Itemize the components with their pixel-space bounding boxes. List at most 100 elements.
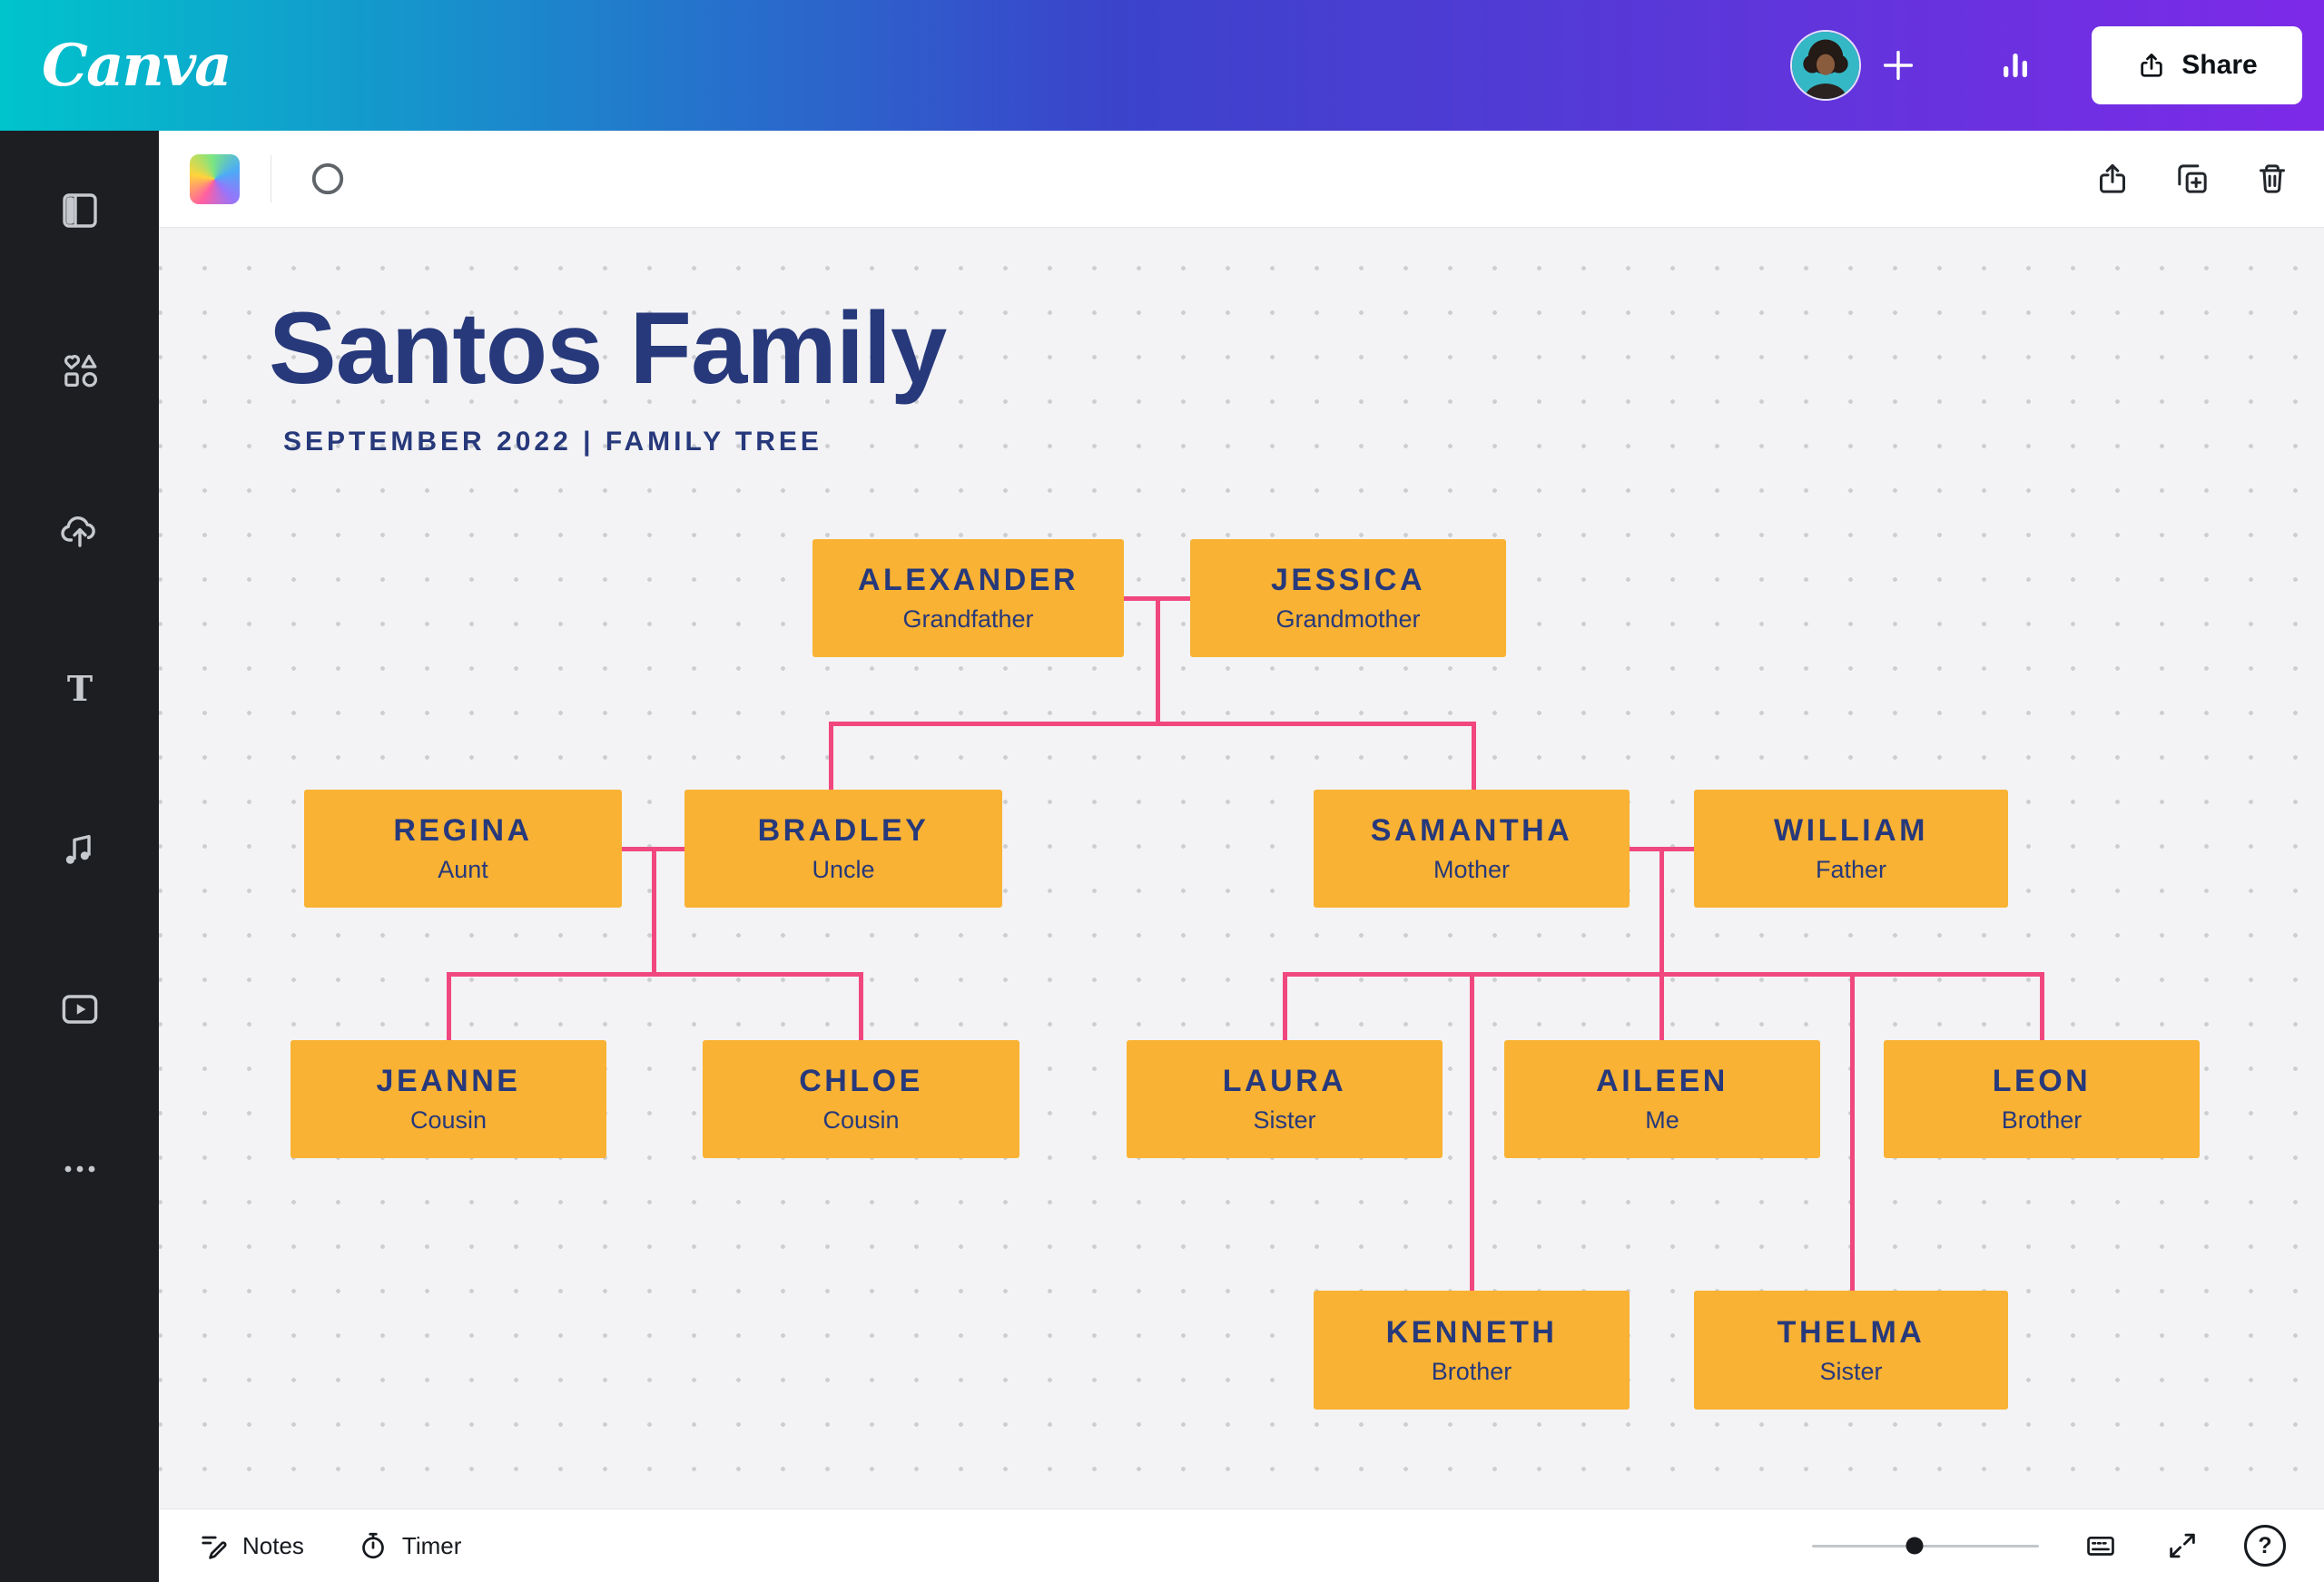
connector-line[interactable] xyxy=(858,971,863,1045)
insights-button[interactable] xyxy=(1981,34,2050,97)
connector-line[interactable] xyxy=(1471,721,1476,794)
sidebar-item-audio[interactable] xyxy=(54,824,105,875)
help-label: ? xyxy=(2258,1532,2272,1558)
sidebar-item-elements[interactable] xyxy=(54,345,105,396)
connector-line[interactable] xyxy=(446,971,451,1045)
node-role: Aunt xyxy=(438,856,488,883)
duplicate-icon xyxy=(2178,164,2207,193)
user-avatar[interactable] xyxy=(1790,30,1861,101)
sidebar-item-videos[interactable] xyxy=(54,984,105,1035)
tree-node-regina[interactable]: REGINA Aunt xyxy=(304,790,622,908)
plus-icon xyxy=(1883,50,1914,81)
node-name: JEANNE xyxy=(376,1064,521,1098)
share-upload-icon xyxy=(2141,54,2162,77)
connector-line[interactable] xyxy=(1659,846,1664,977)
connector-line[interactable] xyxy=(1849,971,1855,1295)
node-name: LAURA xyxy=(1222,1064,1347,1098)
node-role: Cousin xyxy=(409,1106,487,1134)
color-picker-swatch[interactable] xyxy=(190,153,240,204)
connector-line[interactable] xyxy=(828,721,833,794)
app-header: Canva xyxy=(0,0,2324,131)
add-member-button[interactable] xyxy=(1866,34,1930,97)
node-role: Grandmother xyxy=(1275,605,1421,633)
notes-button[interactable]: Notes xyxy=(197,1529,304,1562)
node-name: THELMA xyxy=(1777,1314,1925,1350)
view-controls: ? xyxy=(1812,1525,2286,1567)
tree-node-jessica[interactable]: JESSICA Grandmother xyxy=(1190,539,1506,657)
tree-node-bradley[interactable]: BRADLEY Uncle xyxy=(684,790,1002,908)
node-name: JESSICA xyxy=(1271,563,1425,597)
connector-line[interactable] xyxy=(2039,971,2044,1045)
help-button[interactable]: ? xyxy=(2244,1525,2286,1567)
upload-cloud-icon xyxy=(60,516,95,547)
avatar-image xyxy=(1792,32,1859,99)
node-role: Grandfather xyxy=(902,605,1034,633)
fullscreen-button[interactable] xyxy=(2162,1526,2202,1566)
connector-line[interactable] xyxy=(651,846,656,977)
share-button-label: Share xyxy=(2181,50,2258,80)
delete-icon xyxy=(2260,164,2285,193)
connector-line[interactable] xyxy=(1659,971,1664,1045)
tree-node-samantha[interactable]: SAMANTHA Mother xyxy=(1314,790,1630,908)
notes-icon xyxy=(202,1536,227,1559)
music-notes-icon xyxy=(65,834,91,864)
node-name: LEON xyxy=(1992,1064,2092,1098)
timer-icon xyxy=(362,1532,384,1559)
node-name: BRADLEY xyxy=(757,813,930,848)
context-toolbar xyxy=(159,131,2324,228)
canva-logo[interactable]: Canva xyxy=(42,31,232,100)
export-page-button[interactable] xyxy=(2092,158,2133,200)
page-actions xyxy=(2092,158,2293,200)
timer-button[interactable]: Timer xyxy=(357,1529,461,1562)
sidebar-item-more[interactable] xyxy=(54,1144,105,1194)
node-role: Brother xyxy=(2001,1106,2083,1134)
fullscreen-icon xyxy=(2170,1533,2195,1558)
connector-line[interactable] xyxy=(828,721,1476,726)
node-name: SAMANTHA xyxy=(1370,813,1573,848)
connector-line[interactable] xyxy=(1155,595,1160,726)
design-panels-icon xyxy=(62,193,97,228)
sidebar-item-design[interactable] xyxy=(54,185,105,236)
connector-line[interactable] xyxy=(446,971,863,977)
sidebar-item-uploads[interactable] xyxy=(54,505,105,555)
node-role: Sister xyxy=(1819,1357,1883,1385)
elements-shapes-icon xyxy=(64,354,97,388)
node-role: Uncle xyxy=(812,856,875,883)
sidebar-item-text[interactable]: T xyxy=(54,664,105,715)
border-style-button[interactable] xyxy=(302,153,353,204)
node-role: Brother xyxy=(1431,1357,1512,1385)
svg-text:T: T xyxy=(66,668,92,709)
chart-icon xyxy=(2004,53,2027,78)
delete-page-button[interactable] xyxy=(2251,158,2293,200)
tree-node-jeanne[interactable]: JEANNE Cousin xyxy=(290,1040,606,1158)
tree-node-alexander[interactable]: ALEXANDER Grandfather xyxy=(812,539,1124,657)
node-name: ALEXANDER xyxy=(857,563,1079,597)
zoom-slider[interactable] xyxy=(1812,1537,2039,1555)
node-role: Mother xyxy=(1433,856,1511,883)
tree-node-thelma[interactable]: THELMA Sister xyxy=(1694,1291,2008,1410)
tree-node-leon[interactable]: LEON Brother xyxy=(1884,1040,2200,1158)
node-role: Cousin xyxy=(822,1106,900,1134)
duplicate-page-button[interactable] xyxy=(2171,158,2213,200)
circle-outline-icon xyxy=(311,162,344,195)
design-title[interactable]: Santos Family xyxy=(269,291,947,405)
connector-line[interactable] xyxy=(1469,971,1474,1295)
connector-line[interactable] xyxy=(1282,971,1287,1045)
header-actions: Share xyxy=(1790,0,2302,131)
grid-view-button[interactable] xyxy=(2081,1526,2121,1566)
node-name: REGINA xyxy=(393,813,533,848)
more-dots-icon xyxy=(64,1165,94,1173)
editor-sidebar: T xyxy=(0,131,159,1582)
zoom-slider-thumb[interactable] xyxy=(1905,1537,1923,1555)
design-subtitle[interactable]: SEPTEMBER 2022 | FAMILY TREE xyxy=(283,427,822,457)
bottom-bar: Notes Timer xyxy=(159,1508,2324,1582)
export-icon xyxy=(2100,163,2125,193)
share-button[interactable]: Share xyxy=(2092,26,2302,104)
